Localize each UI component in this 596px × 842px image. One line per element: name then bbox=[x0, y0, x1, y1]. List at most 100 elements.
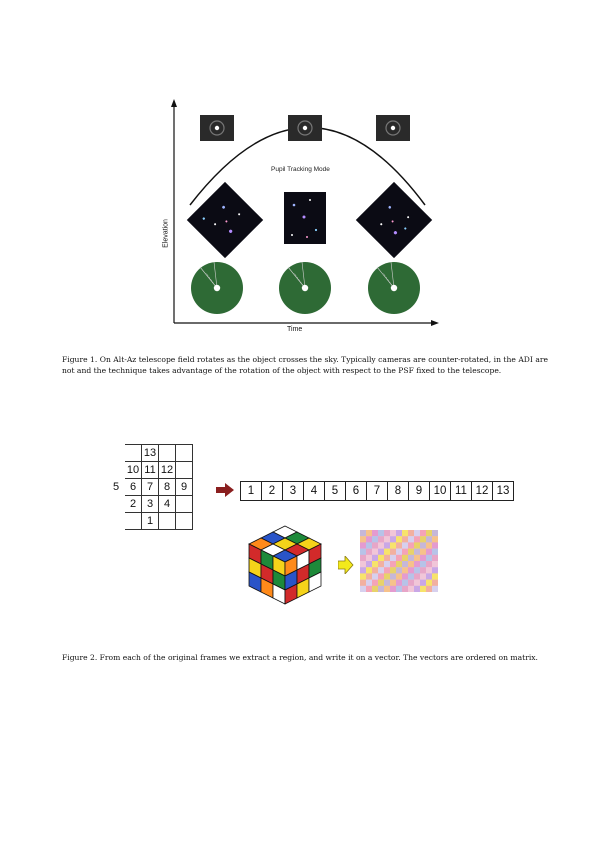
grid-cell: 6 bbox=[124, 478, 142, 496]
mosaic-pixel bbox=[408, 554, 415, 562]
mosaic-pixel bbox=[396, 567, 403, 574]
frame-grid: 13 10 11 12 5 6 7 8 9 2 3 4 1 bbox=[107, 444, 193, 530]
mosaic-pixel bbox=[384, 542, 391, 549]
mosaic-pixel bbox=[390, 530, 397, 537]
grid-cell bbox=[175, 444, 193, 462]
mosaic-pixel bbox=[420, 561, 427, 568]
mosaic-pixel bbox=[366, 530, 373, 537]
psf-frame-right bbox=[376, 115, 410, 141]
pupil-disk-right bbox=[368, 261, 420, 314]
mosaic-pixel bbox=[390, 567, 397, 574]
mosaic-pixel bbox=[366, 548, 373, 555]
mosaic-pixel bbox=[426, 573, 433, 580]
mosaic-pixel bbox=[366, 542, 373, 549]
grid-cell: 7 bbox=[141, 478, 159, 496]
mosaic-pixel bbox=[366, 567, 373, 574]
vector-cell: 8 bbox=[388, 482, 409, 500]
grid-cell: 4 bbox=[158, 495, 176, 513]
mosaic-pixel bbox=[366, 561, 373, 568]
mosaic-pixel bbox=[408, 573, 415, 580]
mosaic-pixel bbox=[426, 554, 433, 562]
vector-cell: 9 bbox=[409, 482, 430, 500]
mosaic-pixel bbox=[384, 573, 391, 580]
mosaic-pixel bbox=[372, 554, 379, 562]
mosaic-pixel bbox=[402, 573, 409, 580]
grid-row: 10 11 12 bbox=[108, 461, 193, 479]
mosaic-pixel bbox=[414, 530, 421, 537]
grid-cell bbox=[124, 444, 142, 462]
mosaic-pixel bbox=[396, 585, 403, 592]
mosaic-pixel bbox=[378, 585, 385, 592]
mosaic-pixel bbox=[360, 536, 367, 543]
mosaic-pixel bbox=[378, 542, 385, 549]
mosaic-pixel bbox=[420, 554, 427, 562]
mosaic-pixel bbox=[408, 579, 415, 586]
grid-cell bbox=[108, 513, 125, 530]
grid-row: 2 3 4 bbox=[108, 495, 193, 513]
mosaic-pixel bbox=[402, 567, 409, 574]
mosaic-pixel bbox=[414, 542, 421, 549]
mosaic-pixel bbox=[372, 567, 379, 574]
grid-row: 13 bbox=[108, 444, 193, 462]
mosaic-pixel bbox=[384, 579, 391, 586]
grid-cell: 1 bbox=[141, 512, 159, 530]
grid-cell bbox=[175, 512, 193, 530]
mosaic-pixel bbox=[360, 585, 367, 592]
grid-cell bbox=[158, 444, 176, 462]
grid-cell: 12 bbox=[158, 461, 176, 479]
grid-cell: 10 bbox=[124, 461, 142, 479]
mosaic-pixel bbox=[390, 579, 397, 586]
mosaic-pixel bbox=[408, 548, 415, 555]
mosaic-pixel bbox=[360, 561, 367, 568]
cube-left-face bbox=[248, 543, 286, 605]
pixel-matrix-mosaic bbox=[360, 530, 438, 592]
vector-cell: 1 bbox=[241, 482, 262, 500]
mosaic-pixel bbox=[408, 530, 415, 537]
mosaic-pixel bbox=[366, 573, 373, 580]
mosaic-pixel bbox=[432, 579, 438, 586]
psf-frame-center bbox=[288, 115, 322, 141]
mosaic-pixel bbox=[420, 579, 427, 586]
mosaic-pixel bbox=[432, 542, 438, 549]
mosaic-pixel bbox=[432, 585, 438, 592]
mosaic-pixel bbox=[372, 561, 379, 568]
mosaic-pixel bbox=[402, 530, 409, 537]
mosaic-pixel bbox=[360, 542, 367, 549]
grid-cell bbox=[108, 445, 125, 462]
mosaic-pixel bbox=[360, 579, 367, 586]
figure1-diagram bbox=[171, 99, 439, 326]
figure1-caption: Figure 1. On Alt-Az telescope field rota… bbox=[62, 355, 548, 375]
mosaic-pixel bbox=[426, 585, 433, 592]
mosaic-pixel bbox=[402, 561, 409, 568]
vector-cell: 7 bbox=[367, 482, 388, 500]
mosaic-pixel bbox=[432, 573, 438, 580]
frame-vector: 1 2 3 4 5 6 7 8 9 10 11 12 13 bbox=[240, 481, 514, 501]
mosaic-pixel bbox=[366, 554, 373, 562]
star-field-center bbox=[284, 192, 326, 244]
mosaic-pixel bbox=[360, 530, 367, 537]
mosaic-pixel bbox=[432, 548, 438, 555]
mosaic-pixel bbox=[402, 542, 409, 549]
right-arrow-icon bbox=[216, 483, 234, 497]
grid-cell bbox=[175, 461, 193, 479]
mosaic-pixel bbox=[414, 561, 421, 568]
cube-right-face bbox=[284, 543, 322, 605]
grid-cell: 8 bbox=[158, 478, 176, 496]
mosaic-pixel bbox=[426, 579, 433, 586]
mosaic-pixel bbox=[390, 585, 397, 592]
mosaic-pixel bbox=[426, 561, 433, 568]
mosaic-pixel bbox=[432, 554, 438, 562]
grid-cell: 13 bbox=[141, 444, 159, 462]
mosaic-pixel bbox=[396, 573, 403, 580]
grid-cell: 3 bbox=[141, 495, 159, 513]
grid-cell bbox=[108, 496, 125, 513]
mosaic-pixel bbox=[360, 554, 367, 562]
mosaic-pixel bbox=[396, 548, 403, 555]
mosaic-pixel bbox=[432, 536, 438, 543]
pupil-disk-center bbox=[279, 261, 331, 314]
mosaic-pixel bbox=[420, 548, 427, 555]
grid-cell: 5 bbox=[112, 481, 120, 493]
mosaic-pixel bbox=[414, 536, 421, 543]
mosaic-pixel bbox=[360, 573, 367, 580]
mosaic-pixel bbox=[396, 530, 403, 537]
